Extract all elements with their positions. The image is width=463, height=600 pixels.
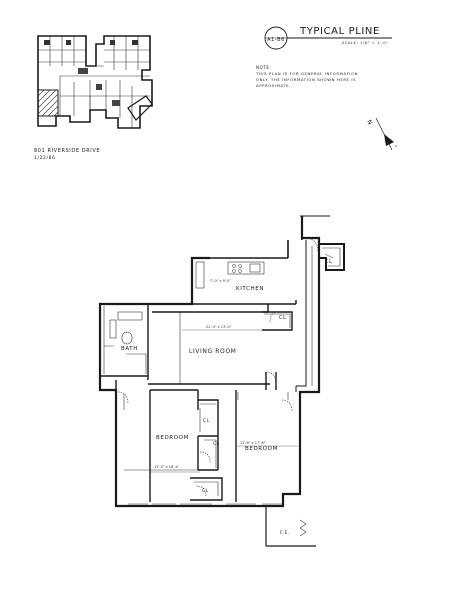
title-scale: SCALE: 1/8" = 1'-0" [342,41,389,45]
entry-closet [303,237,345,271]
note-line-1: THIS PLAN IS FOR GENERAL INFORMATION [255,71,358,76]
closet-column [190,399,223,501]
title-block: A1-B6 TYPICAL PLINE SCALE: 1/8" = 1'-0" [264,26,392,50]
note-line-3: APPROXIMATE. [256,83,291,88]
kitchen: 7'-0" x 9'-0" [192,261,297,305]
apartment-plan: 7'-0" x 9'-0" 22'-4" x 13'-0" [98,215,345,547]
key-plan [37,35,153,129]
bath [99,304,148,377]
living-closet [262,311,293,331]
north-label: N [365,119,374,127]
closet-label-2: CL [325,259,332,265]
room-label-bath: BATH [121,346,138,352]
living-room: 22'-4" x 13'-0" [115,304,282,390]
closet-label-4: CL [213,441,220,447]
closet-label-1: CL [279,315,286,321]
closet-label-3: CL [203,418,210,424]
note-block: NOTE: THIS PLAN IS FOR GENERAL INFORMATI… [255,65,358,88]
room-label-kitchen: KITCHEN [236,286,264,292]
title-name: TYPICAL PLINE [299,26,380,37]
note-heading: NOTE: [256,65,271,70]
bedroom-2-dimension: 12'-8" x 17'-8" [240,441,266,445]
room-label-bedroom-1: BEDROOM [156,435,189,441]
room-label-living-room: LIVING ROOM [189,348,236,355]
kitchen-dimension: 7'-0" x 9'-0" [210,279,231,283]
address-block: 801 RIVERSIDE DRIVE 1/22/86 [34,148,100,161]
living-dimension: 22'-4" x 13'-0" [206,325,232,329]
north-arrow: N s [365,117,397,151]
bedroom-1-dimension: 12'-0" x 16'-4" [154,465,180,469]
note-line-2: ONLY. THE INFORMATION SHOWN HERE IS [256,77,356,82]
title-code: A1-B6 [267,37,285,43]
address-line-2: 1/22/86 [34,155,56,161]
room-label-bedroom-2: BEDROOM [245,446,278,452]
bedroom-2: 12'-8" x 17'-8" [235,390,298,502]
address-line-1: 801 RIVERSIDE DRIVE [34,148,100,154]
svg-text:s: s [395,144,397,148]
bedroom-1: 12'-0" x 16'-4" [117,389,200,502]
fire-escape [265,506,316,547]
fe-label: F.E. [280,530,290,536]
outer-wall [98,216,321,508]
closet-label-5: CL [202,488,209,494]
